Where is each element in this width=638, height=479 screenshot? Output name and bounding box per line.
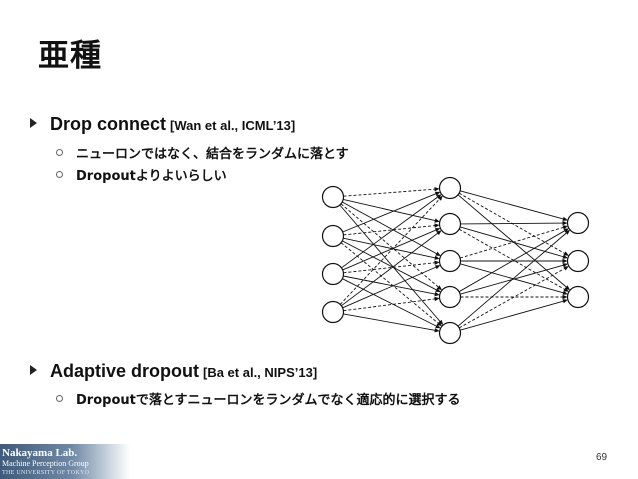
edge-arrowhead <box>434 260 440 265</box>
circle-bullet-icon <box>56 171 63 178</box>
network-node <box>566 211 590 235</box>
connection-edge <box>343 275 438 296</box>
edge-arrowhead <box>563 251 569 256</box>
neural-network-diagram <box>321 176 590 345</box>
dropped-connection-edge <box>458 228 568 292</box>
bullet-adaptive-dropout: Adaptive dropout [Ba et al., NIPS’13] <box>30 361 317 383</box>
edge-arrowhead <box>562 290 568 295</box>
bullet-citation: [Wan et al., ICML’13] <box>170 118 296 133</box>
circle-bullet-icon <box>56 395 63 402</box>
edge-arrowhead <box>434 218 440 223</box>
triangle-bullet-icon <box>30 118 37 128</box>
edge-arrowhead <box>436 230 442 236</box>
bullet-citation: [Ba et al., NIPS’13] <box>203 365 318 380</box>
sub-bullet-text: Dropoutで落とすニューロンをランダムでなく適応的に選択する <box>76 393 461 408</box>
bullet-drop-connect: Drop connect[Wan et al., ICML’13] <box>30 114 295 136</box>
network-node <box>438 285 462 309</box>
edge-arrowhead <box>564 229 570 235</box>
lab-name: Nakayama Lab. <box>2 447 78 459</box>
connection-edge <box>341 231 441 307</box>
edge-arrowhead <box>562 254 568 259</box>
edge-arrowhead <box>434 255 440 260</box>
sub-bullet-item: Dropoutよりよいらしい <box>56 168 227 186</box>
edge-arrowhead <box>434 187 440 192</box>
university-name: THE UNIVERSITY OF TOKYO <box>2 470 90 476</box>
sub-bullet-item: ニューロンではなく、結合をランダムに落とす <box>56 146 349 164</box>
network-node <box>438 249 462 273</box>
bullet-heading: Adaptive dropout <box>50 361 199 381</box>
dropped-connection-edge <box>339 196 442 305</box>
connection-edge <box>343 237 438 259</box>
network-node <box>566 285 590 309</box>
connection-edge <box>342 192 439 233</box>
network-node <box>566 249 590 273</box>
triangle-bullet-icon <box>30 365 37 375</box>
connection-edge <box>342 228 439 271</box>
network-nodes <box>321 176 590 345</box>
lab-logo: Nakayama Lab. Machine Perception Group T… <box>0 444 130 479</box>
network-node <box>438 212 462 236</box>
dropped-connection-edge <box>459 226 567 259</box>
connection-edge <box>459 299 567 331</box>
connection-edge <box>339 204 443 324</box>
edge-arrowhead <box>438 319 444 325</box>
edge-arrowhead <box>434 223 440 228</box>
edge-arrowhead <box>563 228 569 233</box>
edge-arrowhead <box>434 291 440 297</box>
connection-edge <box>458 228 568 293</box>
edge-arrowhead <box>435 251 441 256</box>
dropped-connection-edge <box>343 261 438 274</box>
group-name: Machine Perception Group <box>2 459 89 468</box>
dropped-connection-edge <box>343 224 438 236</box>
slide-title: 亜種 <box>38 38 102 74</box>
edge-arrowhead <box>436 321 442 327</box>
bullet-heading: Drop connect <box>50 114 167 134</box>
dropped-connection-edge <box>340 203 441 290</box>
edge-arrowhead <box>563 266 569 271</box>
network-node <box>321 262 345 286</box>
dropped-connection-edge <box>458 192 568 256</box>
connection-edge <box>459 190 567 221</box>
sub-bullet-text: ニューロンではなく、結合をランダムに落とす <box>76 147 349 162</box>
edge-arrowhead <box>437 195 443 201</box>
edge-arrowhead <box>563 287 569 292</box>
edge-arrowhead <box>562 299 568 304</box>
network-node <box>321 224 345 248</box>
edge-arrowhead <box>562 294 568 300</box>
connection-edge <box>460 222 566 225</box>
network-node <box>321 300 345 324</box>
edge-arrowhead <box>434 228 441 233</box>
dropped-connection-edge <box>343 188 438 197</box>
connection-edge <box>341 195 441 269</box>
sub-bullet-item: Dropoutで落とすニューロンをランダムでなく適応的に選択する <box>56 392 460 410</box>
edge-arrowhead <box>562 216 568 221</box>
network-node <box>438 176 462 200</box>
connection-edge <box>343 198 438 222</box>
sub-bullet-text: Dropoutよりよいらしい <box>76 169 227 184</box>
edge-arrowhead <box>434 296 440 302</box>
network-edges <box>339 187 570 333</box>
connection-edge <box>342 240 440 292</box>
dropped-connection-edge <box>458 266 568 329</box>
edge-arrowhead <box>436 194 442 199</box>
connection-edge <box>342 265 439 309</box>
edge-arrowhead <box>562 225 568 230</box>
edge-arrowhead <box>562 263 568 268</box>
circle-bullet-icon <box>56 149 63 156</box>
edge-arrowhead <box>434 191 441 196</box>
edge-arrowhead <box>435 287 441 293</box>
dropped-connection-edge <box>343 298 438 312</box>
page-number: 69 <box>596 452 608 463</box>
connection-edge <box>341 201 440 256</box>
edge-arrowhead <box>434 265 441 270</box>
edge-arrowhead <box>434 328 440 333</box>
connection-edge <box>342 278 440 328</box>
connection-edge <box>343 313 438 332</box>
network-node <box>438 321 462 345</box>
network-node <box>321 185 345 209</box>
edge-arrowhead <box>562 220 568 226</box>
connection-edge <box>457 230 569 327</box>
edge-arrowhead <box>562 258 568 264</box>
edge-arrowhead <box>435 324 441 329</box>
